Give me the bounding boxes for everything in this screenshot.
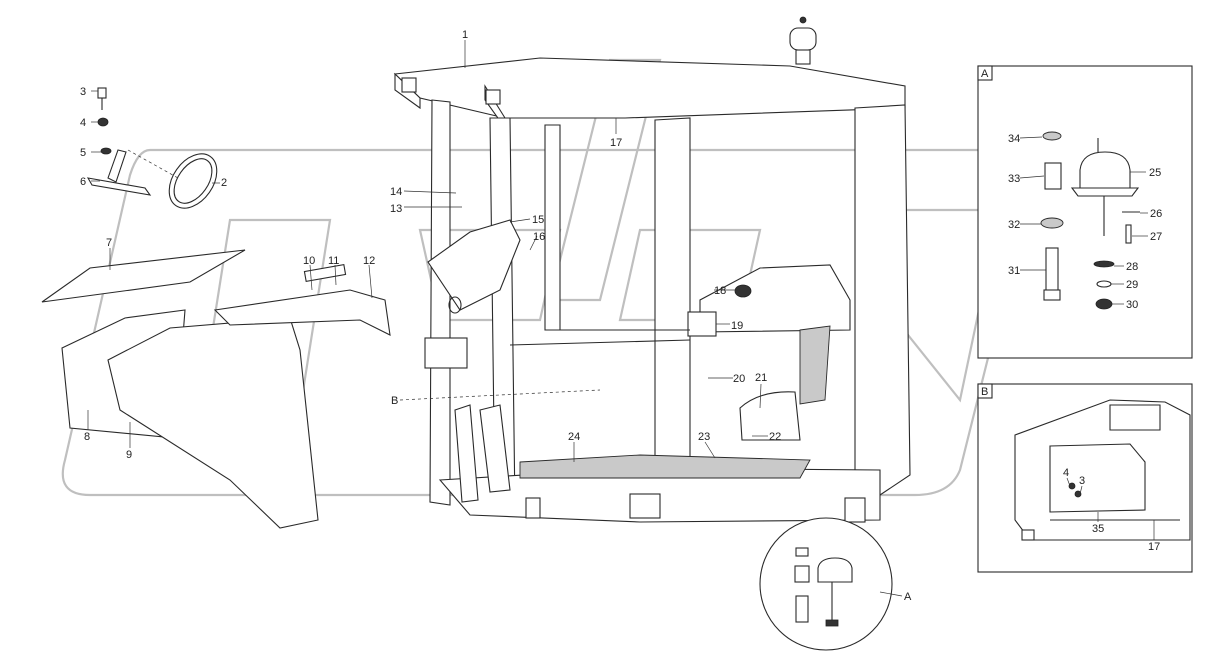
washer-part xyxy=(1040,217,1064,229)
mirror-assembly xyxy=(86,87,218,209)
rubber-mount-part xyxy=(1079,151,1131,191)
panel-a-callout-25: 25 xyxy=(1149,167,1161,179)
cab-body xyxy=(393,16,911,523)
callout-9: 9 xyxy=(126,449,132,461)
fuse-box-part xyxy=(687,311,717,337)
callout-21: 21 xyxy=(755,372,767,384)
detail-panel-a xyxy=(977,65,1193,359)
floor-mat-part xyxy=(519,454,811,479)
cab-roof-part xyxy=(393,57,906,119)
panel-a-callout-34: 34 xyxy=(1008,133,1020,145)
mirror-part xyxy=(168,153,218,209)
panel-a-callout-30: 30 xyxy=(1126,299,1138,311)
callout-18: 18 xyxy=(714,285,726,297)
callout-7: 7 xyxy=(106,237,112,249)
leader-lines xyxy=(87,40,1155,597)
detail-a-circle xyxy=(759,517,893,651)
callout-20: 20 xyxy=(733,373,745,385)
panel-b-callout-3: 3 xyxy=(1079,475,1085,487)
panel-b-callout-4: 4 xyxy=(1063,467,1069,479)
access-panel-part xyxy=(1049,443,1146,513)
callout-3: 3 xyxy=(80,86,86,98)
nut-part xyxy=(100,147,112,155)
long-bolt-part xyxy=(1045,247,1059,295)
callout-14: 14 xyxy=(390,186,402,198)
callout-11: 11 xyxy=(328,255,339,267)
panel-a-callout-32: 32 xyxy=(1008,219,1020,231)
callout-labels: 1 2 3 4 5 6 7 8 9 10 11 12 13 14 15 16 1… xyxy=(80,29,1162,603)
beacon-part xyxy=(789,27,817,51)
callout-24: 24 xyxy=(568,431,580,443)
panel-a-callout-31: 31 xyxy=(1008,265,1020,277)
callout-15: 15 xyxy=(532,214,544,226)
callout-12: 12 xyxy=(363,255,375,267)
callout-6: 6 xyxy=(80,176,86,188)
bolt-part xyxy=(97,87,107,99)
wheel-arch-part xyxy=(739,391,801,441)
callout-5: 5 xyxy=(80,147,86,159)
callout-13: 13 xyxy=(390,203,402,215)
panel-b-callout-35: 35 xyxy=(1092,523,1104,535)
panel-a-callout-28: 28 xyxy=(1126,261,1138,273)
cover-plate-part xyxy=(41,249,246,303)
panel-a-callout-26: 26 xyxy=(1150,208,1162,220)
panel-a-callout-27: 27 xyxy=(1150,231,1162,243)
panel-b-callout-17: 17 xyxy=(1148,541,1160,553)
mirror-bracket-part xyxy=(86,177,152,196)
spacer-part xyxy=(1042,131,1062,141)
washer-part xyxy=(97,117,109,127)
detail-panel-b xyxy=(977,383,1193,573)
callout-2: 2 xyxy=(221,177,227,189)
bushing-part xyxy=(1044,162,1062,190)
panel-b-tag: B xyxy=(981,386,988,398)
callout-16: 16 xyxy=(533,231,545,243)
callout-23: 23 xyxy=(698,431,710,443)
callout-10: 10 xyxy=(303,255,315,267)
callout-17: 17 xyxy=(610,137,622,149)
callout-19: 19 xyxy=(731,320,743,332)
callout-1: 1 xyxy=(462,29,468,41)
callout-8: 8 xyxy=(84,431,90,443)
panel-a-callout-29: 29 xyxy=(1126,279,1138,291)
front-panel-part xyxy=(107,317,319,529)
callout-22: 22 xyxy=(769,431,781,443)
callout-a-marker: A xyxy=(904,591,912,603)
bracket-rail-part xyxy=(213,289,391,336)
panel-a-callout-33: 33 xyxy=(1008,173,1020,185)
callout-b-marker: B xyxy=(391,395,398,407)
panel-a-tag: A xyxy=(981,68,989,80)
side-panels xyxy=(41,249,391,529)
callout-4: 4 xyxy=(80,117,86,129)
